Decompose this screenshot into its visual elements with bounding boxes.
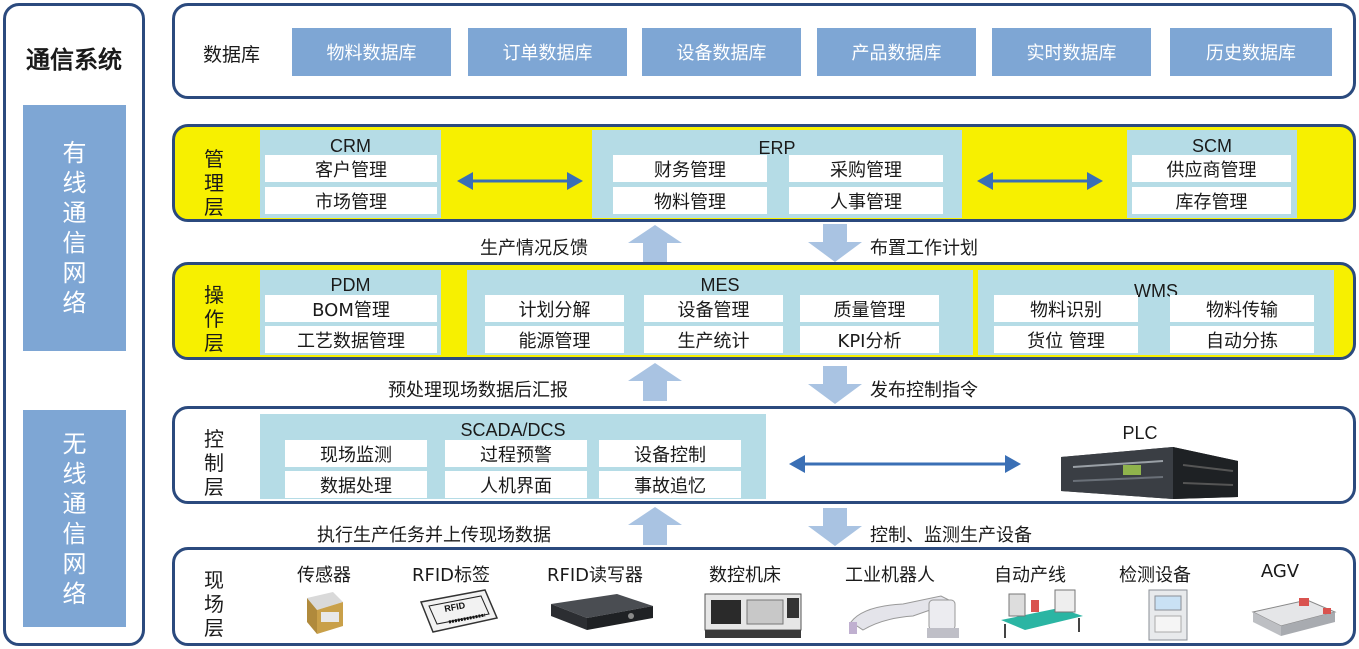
mes-statistics: 生产统计 (644, 326, 783, 353)
inspection-device-image (1148, 589, 1188, 641)
production-line-image (1001, 589, 1083, 638)
field-layer-label: 现场层 (204, 568, 224, 640)
pdm-process-data: 工艺数据管理 (265, 326, 437, 353)
comm-system-panel: 通信系统 有线通信网络 无线通信网络 (3, 3, 145, 646)
pdm-title: PDM (330, 275, 371, 295)
control-layer-panel: 控制层 SCADA/DCS 现场监测 过程预警 设备控制 数据处理 人机界面 事… (172, 406, 1356, 504)
agv-image (1251, 598, 1337, 636)
upload-label: 执行生产任务并上传现场数据 (317, 525, 551, 546)
field-layer-panel: 现场层 传感器 RFID标签 RFID读写器 数控机床 工业机器人 自动产线 检… (172, 547, 1356, 646)
mes-group: MES 计划分解 设备管理 质量管理 能源管理 生产统计 KPI分析 (467, 270, 973, 355)
upload-up-arrow (628, 507, 682, 545)
erp-title: ERP (758, 138, 796, 158)
mes-title: MES (700, 275, 740, 295)
scada-monitor: 现场监测 (285, 440, 427, 467)
scada-group: SCADA/DCS 现场监测 过程预警 设备控制 数据处理 人机界面 事故追忆 (260, 414, 766, 499)
wms-title: WMS (1134, 281, 1178, 301)
wms-identify: 物料识别 (994, 295, 1138, 322)
db-history: 历史数据库 (1170, 28, 1332, 76)
scm-inventory: 库存管理 (1132, 187, 1291, 214)
report-label: 预处理现场数据后汇报 (388, 380, 568, 401)
scm-title: SCM (1192, 136, 1232, 156)
crm-erp-double-arrow (457, 172, 583, 190)
management-layer-panel: 管理层 CRM 客户管理 市场管理 ERP 财务管理 采购管理 物料管理 人事管… (172, 124, 1356, 222)
scada-data-process: 数据处理 (285, 471, 427, 498)
wms-group: WMS 物料识别 物料传输 货位 管理 自动分拣 (978, 270, 1334, 355)
device-label-inspection: 检测设备 (1119, 565, 1191, 586)
plc-image (1061, 447, 1238, 499)
crm-title: CRM (330, 136, 371, 156)
mes-kpi: KPI分析 (800, 326, 939, 353)
erp-purchase: 采购管理 (789, 155, 943, 182)
scada-warning: 过程预警 (445, 440, 587, 467)
wms-transport: 物料传输 (1170, 295, 1314, 322)
wired-network-label: 有线通信网络 (62, 139, 87, 317)
control-monitor-label: 控制、监测生产设备 (870, 525, 1032, 546)
mes-energy: 能源管理 (485, 326, 624, 353)
wired-network-box: 有线通信网络 (23, 105, 126, 351)
operation-layer-panel: 操作层 PDM BOM管理 工艺数据管理 MES 计划分解 设备管理 质量管理 … (172, 262, 1356, 360)
scm-group: SCM 供应商管理 库存管理 (1127, 130, 1297, 218)
mes-plan-decompose: 计划分解 (485, 295, 624, 322)
device-label-robot: 工业机器人 (845, 565, 935, 586)
rfid-tag-image: RFID (419, 589, 499, 633)
rfid-reader-image (551, 594, 653, 630)
crm-group: CRM 客户管理 市场管理 (260, 130, 441, 218)
erp-finance: 财务管理 (613, 155, 767, 182)
scada-title: SCADA/DCS (460, 420, 566, 440)
comm-system-title: 通信系统 (26, 46, 122, 74)
db-product: 产品数据库 (817, 28, 976, 76)
erp-group: ERP 财务管理 采购管理 物料管理 人事管理 (592, 130, 962, 218)
cnc-image (704, 593, 802, 638)
feedback-up-arrow (628, 225, 682, 263)
db-realtime: 实时数据库 (992, 28, 1151, 76)
management-layer-label: 管理层 (204, 147, 224, 219)
erp-material: 物料管理 (613, 187, 767, 214)
mes-quality: 质量管理 (800, 295, 939, 322)
erp-scm-double-arrow (977, 172, 1103, 190)
db-equipment: 设备数据库 (642, 28, 801, 76)
device-label-rfid-reader: RFID读写器 (546, 565, 644, 586)
control-layer-label: 控制层 (204, 427, 224, 499)
database-label: 数据库 (203, 44, 261, 66)
robot-image (849, 595, 959, 638)
db-material: 物料数据库 (292, 28, 451, 76)
command-down-arrow (808, 366, 862, 404)
plc-label: PLC (1122, 423, 1158, 443)
device-label-cnc: 数控机床 (709, 565, 781, 586)
scada-accident-recall: 事故追忆 (599, 471, 741, 498)
pdm-bom: BOM管理 (265, 295, 437, 322)
plan-label: 布置工作计划 (870, 238, 978, 259)
control-down-arrow (808, 508, 862, 546)
device-label-sensor: 传感器 (297, 565, 351, 586)
db-order: 订单数据库 (468, 28, 627, 76)
rfid-tag-text: RFID (443, 600, 466, 614)
device-label-agv: AGV (1260, 561, 1300, 582)
scada-hmi: 人机界面 (445, 471, 587, 498)
device-label-rfid-tag: RFID标签 (411, 565, 491, 586)
feedback-label: 生产情况反馈 (480, 238, 588, 259)
scada-device-control: 设备控制 (599, 440, 741, 467)
device-label-line: 自动产线 (994, 565, 1066, 586)
erp-hr: 人事管理 (789, 187, 943, 214)
operation-layer-label: 操作层 (204, 283, 224, 355)
wms-sorting: 自动分拣 (1170, 326, 1314, 353)
crm-customer: 客户管理 (265, 155, 437, 182)
pdm-group: PDM BOM管理 工艺数据管理 (260, 270, 441, 355)
plan-down-arrow (808, 224, 862, 262)
scm-supplier: 供应商管理 (1132, 155, 1291, 182)
wireless-network-label: 无线通信网络 (62, 429, 87, 608)
command-label: 发布控制指令 (870, 380, 978, 401)
report-up-arrow (628, 363, 682, 401)
wireless-network-box: 无线通信网络 (23, 410, 126, 627)
mes-equipment: 设备管理 (644, 295, 783, 322)
database-panel: 数据库 物料数据库 订单数据库 设备数据库 产品数据库 实时数据库 历史数据库 (172, 3, 1356, 99)
crm-market: 市场管理 (265, 187, 437, 214)
wms-location: 货位 管理 (994, 326, 1138, 353)
sensor-image (307, 592, 343, 634)
scada-plc-double-arrow (789, 455, 1021, 473)
